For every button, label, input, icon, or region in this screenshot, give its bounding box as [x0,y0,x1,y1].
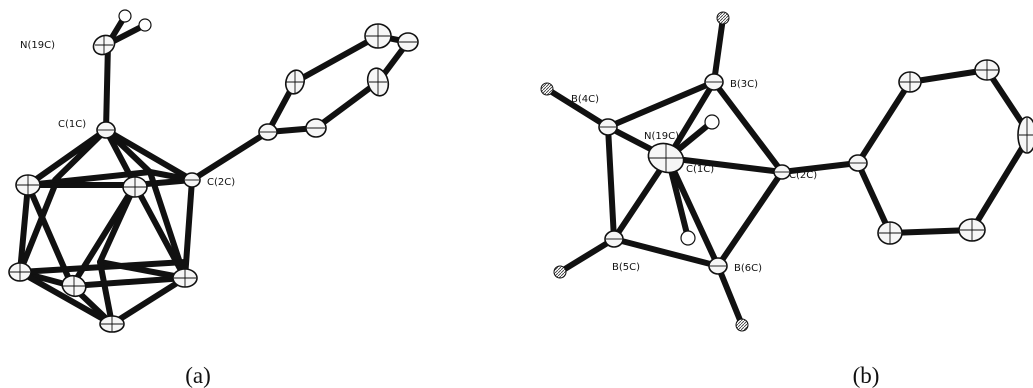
label-b-b3c: B(3C) [730,79,758,90]
panel-a-structure: N(19C) C(1C) C(2C) [8,9,419,333]
label-b-c1c: C(1C) [686,164,714,175]
label-a-n19c: N(19C) [20,40,55,51]
panel-b-structure: B(3C) B(4C) N(19C) C(1C) C(2C) B(5C) B(6… [540,11,1033,332]
label-a-c2c: C(2C) [207,177,235,188]
label-b-b5c: B(5C) [612,262,640,273]
caption-b: (b) [853,363,880,388]
panel-b-atoms [540,11,1033,332]
label-b-b6c: B(6C) [734,263,762,274]
label-b-b4c: B(4C) [571,94,599,105]
panel-a-atoms [8,9,419,333]
label-b-c2c: C(2C) [789,170,817,181]
label-b-n19c: N(19C) [644,131,679,142]
panel-a-bonds [17,13,411,327]
panel-b-bonds [544,15,1033,328]
label-a-c1c: C(1C) [58,119,86,130]
caption-a: (a) [185,363,211,388]
